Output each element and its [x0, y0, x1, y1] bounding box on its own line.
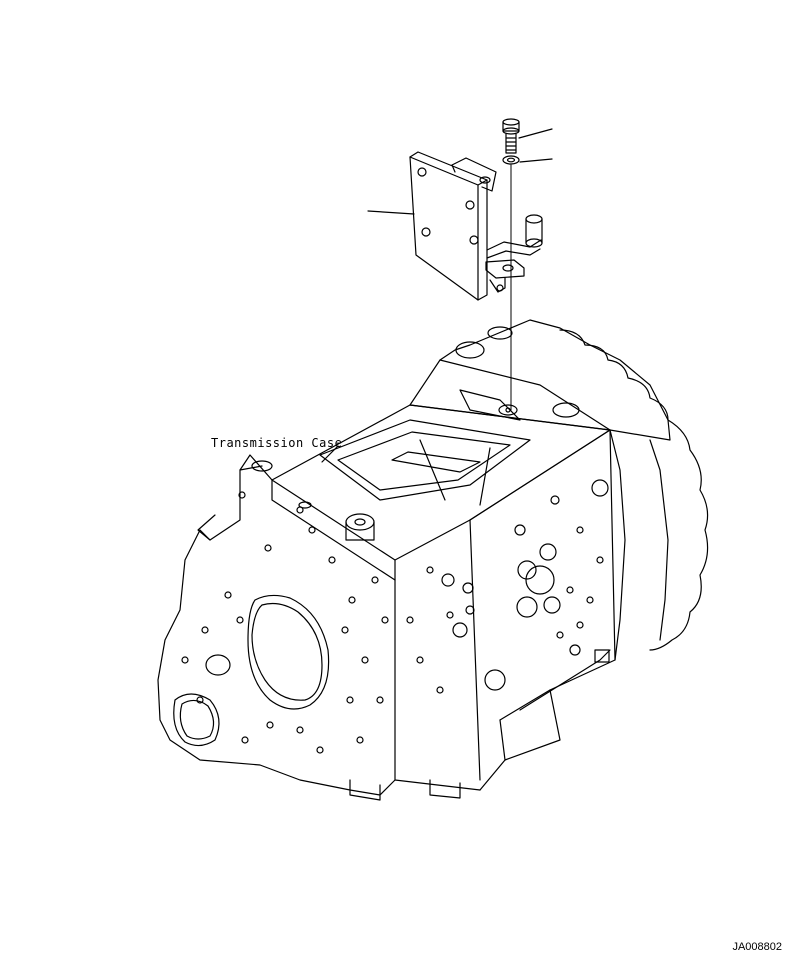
- transmission-case-label: Transmission Case: [211, 436, 343, 450]
- bolt-icon: [503, 119, 552, 153]
- washer-icon: [503, 156, 552, 164]
- drawing-code: JA008802: [732, 941, 782, 953]
- bracket-icon: [368, 152, 542, 300]
- transmission-case-icon: [158, 320, 708, 800]
